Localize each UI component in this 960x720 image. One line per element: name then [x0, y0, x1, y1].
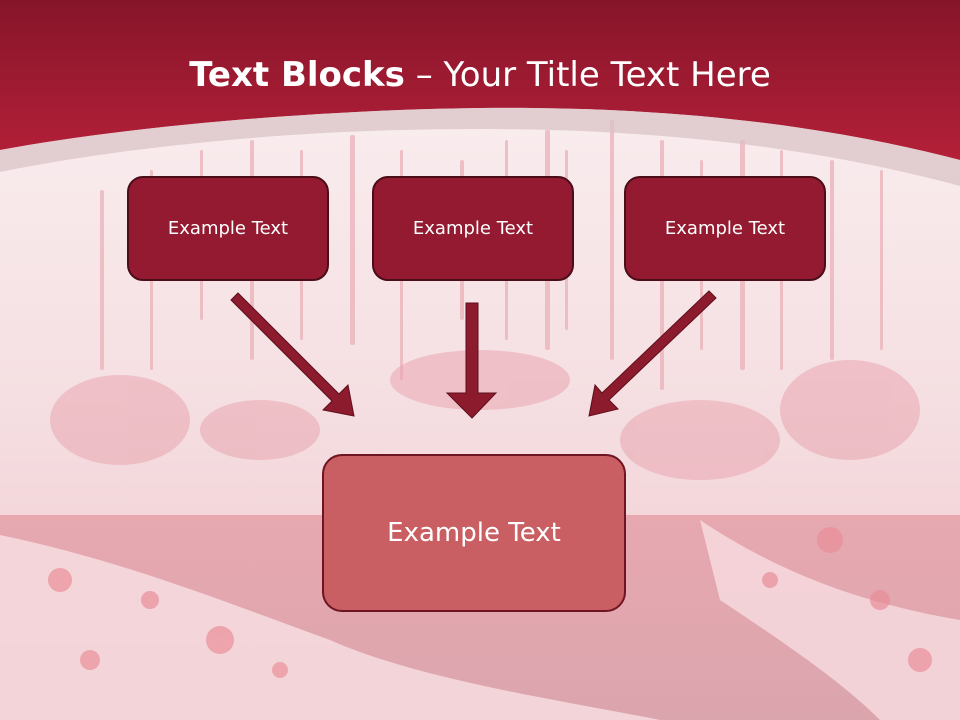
title-regular: Your Title Text Here: [443, 55, 771, 95]
text-block-bottom[interactable]: Example Text: [322, 454, 626, 612]
title-separator: –: [404, 55, 444, 95]
text-block-label: Example Text: [387, 518, 561, 548]
text-block-top-center[interactable]: Example Text: [372, 176, 574, 281]
arrow-right-icon: [588, 290, 717, 417]
text-block-label: Example Text: [412, 218, 534, 239]
title-bold: Text Blocks: [189, 55, 405, 95]
text-block-top-right[interactable]: Example Text: [624, 176, 826, 281]
arrow-left-icon: [230, 292, 355, 417]
page-title: Text Blocks – Your Title Text Here: [0, 52, 960, 98]
text-block-top-left[interactable]: Example Text: [127, 176, 329, 281]
arrow-down-icon: [445, 302, 498, 419]
text-block-label: Example Text: [167, 218, 289, 239]
text-block-label: Example Text: [664, 218, 786, 239]
